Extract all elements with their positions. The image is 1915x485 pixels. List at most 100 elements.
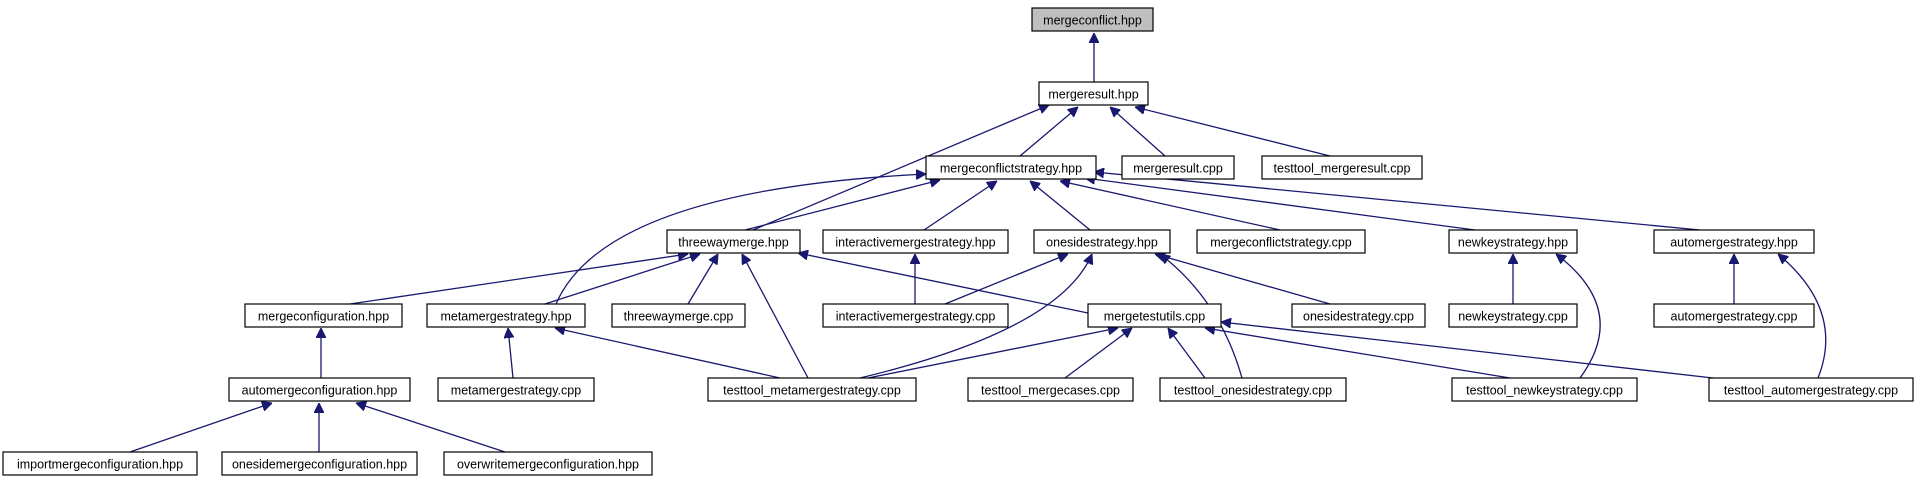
node-mergeresult-cpp[interactable]: mergeresult.cpp	[1121, 155, 1235, 180]
node-onesidestrategy-cpp[interactable]: onesidestrategy.cpp	[1291, 303, 1426, 328]
edge-testtool-metamergestrategy-cpp-to-threewaymerge-hpp	[741, 254, 809, 379]
node-box	[666, 229, 801, 254]
edge-mergeconfiguration-hpp-to-threewaymerge-hpp	[349, 254, 688, 305]
node-label: testtool_mergecases.cpp	[981, 384, 1120, 398]
node-newkeystrategy-cpp[interactable]: newkeystrategy.cpp	[1448, 303, 1578, 328]
edge-onesidestrategy-cpp-to-onesidestrategy-hpp	[1155, 254, 1331, 305]
edge-threewaymerge-cpp-to-threewaymerge-hpp	[687, 254, 718, 305]
node-label: mergeconflictstrategy.cpp	[1210, 236, 1352, 250]
node-box	[1451, 377, 1638, 402]
node-box	[228, 377, 411, 402]
node-label: mergeconfiguration.hpp	[258, 310, 389, 324]
edge-testtool-metamergestrategy-cpp-to-metamergestrategy-hpp	[555, 328, 781, 379]
node-label: threewaymerge.hpp	[678, 236, 789, 250]
node-box	[1121, 155, 1235, 180]
node-testtool-mergecases-cpp[interactable]: testtool_mergecases.cpp	[967, 377, 1134, 402]
node-box	[967, 377, 1134, 402]
node-label: automergestrategy.hpp	[1670, 236, 1798, 250]
edge-importmergeconfiguration-hpp-to-automergeconfiguration-hpp	[129, 403, 272, 453]
node-box	[1653, 303, 1815, 328]
node-box	[443, 451, 653, 476]
node-box	[1448, 303, 1578, 328]
node-box	[244, 303, 403, 328]
node-label: testtool_newkeystrategy.cpp	[1466, 384, 1623, 398]
node-box	[1087, 303, 1222, 328]
node-label: automergeconfiguration.hpp	[242, 384, 398, 398]
node-label: interactivemergestrategy.hpp	[835, 236, 995, 250]
node-threewaymerge-cpp[interactable]: threewaymerge.cpp	[611, 303, 746, 328]
node-testtool-newkeystrategy-cpp[interactable]: testtool_newkeystrategy.cpp	[1451, 377, 1638, 402]
node-automergeconfiguration-hpp[interactable]: automergeconfiguration.hpp	[228, 377, 411, 402]
file-nodes: mergeconflict.hpp mergeresult.hpp mergecon…	[2, 7, 1914, 476]
node-testtool-mergeresult-cpp[interactable]: testtool_mergeresult.cpp	[1261, 155, 1423, 180]
node-label: testtool_mergeresult.cpp	[1274, 162, 1411, 176]
node-onesidemergeconfiguration-hpp[interactable]: onesidemergeconfiguration.hpp	[221, 451, 418, 476]
node-box	[707, 377, 917, 402]
node-box	[1038, 81, 1149, 106]
node-box	[1291, 303, 1426, 328]
edge-testtool-automergestrategy-cpp-to-mergetestutils-cpp	[1221, 322, 1714, 379]
node-box	[1159, 377, 1347, 402]
node-label: automergestrategy.cpp	[1671, 310, 1798, 324]
edge-threewaymerge-hpp-to-mergeresult-hpp	[752, 105, 1049, 231]
node-box	[221, 451, 418, 476]
node-box	[2, 451, 198, 476]
edge-testtool-newkeystrategy-cpp-to-mergetestutils-cpp	[1205, 328, 1511, 379]
node-mergeresult-hpp[interactable]: mergeresult.hpp	[1038, 81, 1149, 106]
edge-testtool-onesidestrategy-cpp-to-mergetestutils-cpp	[1168, 328, 1206, 379]
node-mergeconflict-hpp[interactable]: mergeconflict.hpp	[1031, 7, 1154, 32]
node-label: overwritemergeconfiguration.hpp	[457, 458, 639, 472]
edge-threewaymerge-hpp-to-mergeconflictstrategy-hpp	[744, 180, 940, 231]
node-label: testtool_metamergestrategy.cpp	[723, 384, 901, 398]
node-box	[1448, 229, 1578, 254]
node-mergetestutils-cpp[interactable]: mergetestutils.cpp	[1087, 303, 1222, 328]
edge-mergetestutils-cpp-to-threewaymerge-hpp	[798, 253, 1089, 314]
node-label: mergeconflictstrategy.hpp	[940, 162, 1082, 176]
node-testtool-onesidestrategy-cpp[interactable]: testtool_onesidestrategy.cpp	[1159, 377, 1347, 402]
node-label: newkeystrategy.hpp	[1458, 236, 1568, 250]
node-automergestrategy-cpp[interactable]: automergestrategy.cpp	[1653, 303, 1815, 328]
edge-testtool-metamergestrategy-cpp-to-onesidestrategy-hpp	[859, 254, 1092, 379]
edge-testtool-automergestrategy-cpp-to-automergestrategy-hpp	[1778, 254, 1827, 379]
node-box	[1196, 229, 1366, 254]
node-box	[1653, 229, 1815, 254]
node-interactivemergestrategy-hpp[interactable]: interactivemergestrategy.hpp	[822, 229, 1009, 254]
node-onesidestrategy-hpp[interactable]: onesidestrategy.hpp	[1033, 229, 1171, 254]
node-automergestrategy-hpp[interactable]: automergestrategy.hpp	[1653, 229, 1815, 254]
node-box	[611, 303, 746, 328]
node-box	[925, 155, 1097, 180]
node-label: onesidestrategy.hpp	[1046, 236, 1158, 250]
node-label: mergeresult.hpp	[1048, 88, 1138, 102]
node-label: importmergeconfiguration.hpp	[17, 458, 183, 472]
node-label: threewaymerge.cpp	[624, 310, 734, 324]
edge-metamergestrategy-cpp-to-metamergestrategy-hpp	[508, 328, 513, 379]
node-label: metamergestrategy.cpp	[451, 384, 581, 398]
node-label: mergeconflict.hpp	[1043, 14, 1142, 28]
node-overwritemergeconfiguration-hpp[interactable]: overwritemergeconfiguration.hpp	[443, 451, 653, 476]
node-mergeconflictstrategy-cpp[interactable]: mergeconflictstrategy.cpp	[1196, 229, 1366, 254]
edge-overwritemergeconfiguration-hpp-to-automergeconfiguration-hpp	[356, 403, 506, 453]
dependency-edges	[129, 33, 1827, 453]
node-interactivemergestrategy-cpp[interactable]: interactivemergestrategy.cpp	[822, 303, 1009, 328]
node-metamergestrategy-hpp[interactable]: metamergestrategy.hpp	[426, 303, 586, 328]
node-importmergeconfiguration-hpp[interactable]: importmergeconfiguration.hpp	[2, 451, 198, 476]
node-box	[1261, 155, 1423, 180]
edge-mergeconflictstrategy-hpp-to-mergeresult-hpp	[1019, 107, 1078, 157]
edge-interactivemergestrategy-hpp-to-mergeconflictstrategy-hpp	[923, 181, 997, 231]
node-label: mergetestutils.cpp	[1104, 310, 1205, 324]
node-testtool-automergestrategy-cpp[interactable]: testtool_automergestrategy.cpp	[1708, 377, 1914, 402]
edge-metamergestrategy-hpp-to-threewaymerge-hpp	[544, 254, 700, 305]
node-testtool-metamergestrategy-cpp[interactable]: testtool_metamergestrategy.cpp	[707, 377, 917, 402]
node-mergeconflictstrategy-hpp[interactable]: mergeconflictstrategy.hpp	[925, 155, 1097, 180]
node-metamergestrategy-cpp[interactable]: metamergestrategy.cpp	[437, 377, 595, 402]
edge-newkeystrategy-hpp-to-mergeconflictstrategy-hpp	[1085, 178, 1476, 231]
node-newkeystrategy-hpp[interactable]: newkeystrategy.hpp	[1448, 229, 1578, 254]
node-box	[822, 229, 1009, 254]
node-mergeconfiguration-hpp[interactable]: mergeconfiguration.hpp	[244, 303, 403, 328]
node-threewaymerge-hpp[interactable]: threewaymerge.hpp	[666, 229, 801, 254]
node-label: newkeystrategy.cpp	[1458, 310, 1568, 324]
node-box	[1031, 7, 1154, 32]
edge-onesidestrategy-hpp-to-mergeconflictstrategy-hpp	[1030, 181, 1091, 231]
edge-mergeconflictstrategy-cpp-to-mergeconflictstrategy-hpp	[1060, 181, 1281, 231]
